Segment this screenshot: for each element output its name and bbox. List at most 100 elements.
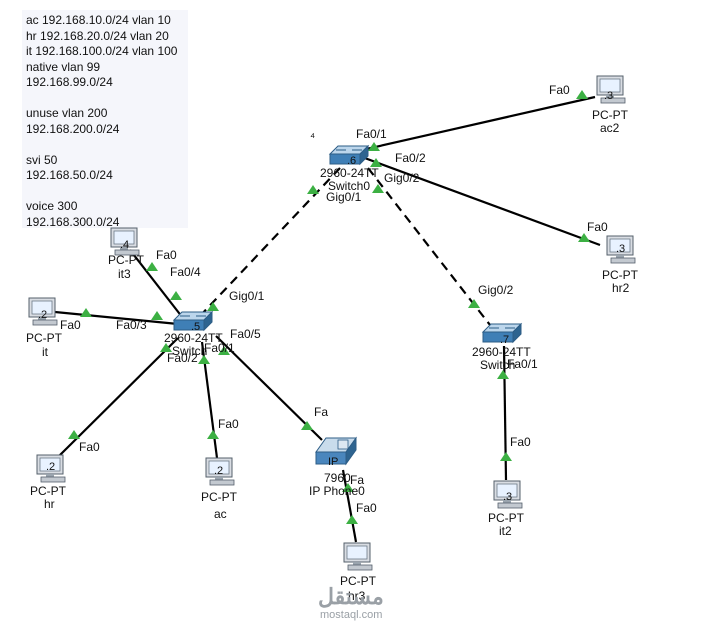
pc-ac2[interactable]: .3 PC-PT ac2 [592,75,629,135]
status-light-icon [151,311,163,320]
status-light-icon [576,90,588,99]
note-line: 192.168.200.0/24 [26,121,120,136]
port-label: Fa0/2 [167,351,198,365]
status-light-icon [207,302,219,311]
hr-name: hr [44,497,55,511]
pc-hr[interactable]: .2 PC-PT hr [30,454,67,511]
port-label: Fa0 [218,417,239,431]
status-light-icon [307,185,319,194]
note-line: 192.168.50.0/24 [26,168,113,182]
sw7-name: Switch [480,358,515,372]
it3-type: PC-PT [108,253,145,267]
watermark-latin: mostaql.com [320,609,382,621]
status-light-icon [170,291,182,300]
status-light-icon [346,515,358,524]
port-label: Gig0/2 [478,283,514,297]
hr3-name: hr3 [348,589,366,603]
it3-ip: .4 [120,239,129,251]
pc-it3[interactable]: .4 PC-PT it3 [108,227,145,281]
port-label: Fa0 [587,220,608,234]
port-label: Fa0 [549,83,570,97]
phone-name: IP Phone0 [309,484,365,498]
status-light-icon [370,158,382,167]
hr2-ip: .3 [616,243,625,255]
hr-ip: .2 [46,461,55,473]
port-label: Fa0 [60,318,81,332]
sw6-model: 2960-24TT [320,166,379,180]
port-label: Fa [314,405,328,419]
pc-hr2[interactable]: .3 PC-PT hr2 [602,235,639,295]
status-light-icon [497,370,509,379]
it-ip: .2 [38,309,47,321]
stray-mark: ⁴ [310,130,315,144]
status-light-icon [468,299,480,308]
hr-type: PC-PT [30,484,67,498]
pc-hr3[interactable]: PC-PT hr3 [340,542,377,603]
note-line: 192.168.300.0/24 [26,214,120,229]
status-light-icon [500,452,512,461]
watermark: مستقل mostaql.com [318,584,384,621]
sw6-name: Switch0 [328,179,370,193]
status-light-icon [198,355,210,364]
status-light-icon [301,421,313,430]
port-label: Fa0 [510,435,531,449]
link-sw5-hr [59,337,179,456]
port-label: Fa0/1 [356,127,387,141]
link-sw6-hr2 [361,155,601,247]
it2-name: it2 [499,524,512,538]
ac2-type: PC-PT [592,108,629,122]
note-line: unuse vlan 200 [26,106,108,120]
sw7-model: 2960-24TT [472,345,531,359]
link-sw6-ac2 [361,95,596,152]
link-sw5-it [54,310,179,326]
sw6-ip: .6 [347,155,356,167]
note-line: hr 192.168.20.0/24 vlan 20 [26,28,169,43]
port-label: Fa0/1 [507,357,538,371]
ac-name: ac [214,507,227,521]
link-sw6-sw7 [367,167,491,326]
pc-it2[interactable]: .3 PC-PT it2 [488,480,525,538]
it-name: it [42,345,49,359]
port-label: Fa0/3 [116,318,147,332]
port-label: Gig0/1 [229,289,265,303]
port-label: Gig0/2 [384,171,420,185]
port-label: Fa0/1 [204,341,235,355]
port-label: Fa0 [356,501,377,515]
note-line: it 192.168.100.0/24 vlan 100 [26,44,178,58]
link-sw6-sw5 [199,167,341,317]
ac-type: PC-PT [201,490,238,504]
phone-ip: IP [328,456,338,468]
pc-ac[interactable]: .2 PC-PT ac [201,457,238,521]
sw5-name: Switch [172,344,207,358]
port-label: Fa0/4 [170,265,201,279]
ip-phone[interactable]: IP 7960 IP Phone0 [309,437,365,498]
note-line: ac 192.168.10.0/24 vlan 10 [26,13,171,27]
switch-sw7[interactable]: .7 2960-24TT Switch [472,323,531,372]
status-light-icon [342,483,354,492]
status-light-icon [68,430,80,439]
pc-it[interactable]: .2 PC-PT it [26,297,63,359]
status-light-icon [578,233,590,242]
hr2-type: PC-PT [602,268,639,282]
sw5-model: 2960-24TT [164,331,223,345]
port-label: Fa [350,473,364,487]
note-line: svi 50 [26,152,58,167]
link-sw5-phone [215,335,323,441]
status-light-icon [372,184,384,193]
note-line: 192.168.99.0/24 [26,75,113,89]
link-sw5-it3 [129,249,187,323]
switch-sw6[interactable]: .6 2960-24TT Switch0 [320,145,379,193]
sw5-ip: .5 [191,321,200,333]
status-light-icon [368,142,380,151]
ac2-name: ac2 [600,121,620,135]
note-line: voice 300 [26,199,78,213]
watermark-arabic: مستقل [318,584,384,609]
status-light-icon [207,430,219,439]
hr2-name: hr2 [612,281,630,295]
hr3-type: PC-PT [340,574,377,588]
ac2-ip: .3 [604,90,613,102]
switch-sw5[interactable]: .5 2960-24TT Switch [164,311,223,358]
pc-icon [343,542,373,571]
port-label: Fa0/2 [395,151,426,165]
